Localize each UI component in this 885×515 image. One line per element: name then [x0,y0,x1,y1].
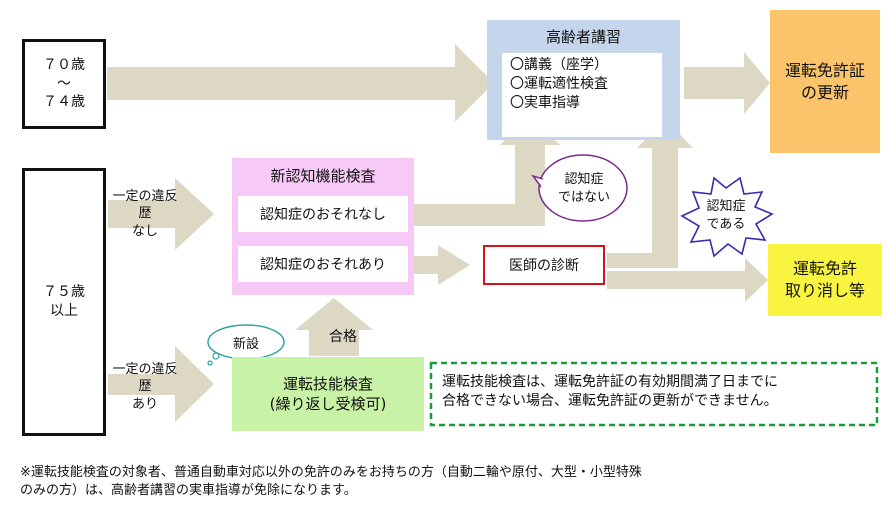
koureisha-items: 〇講義（座学） 〇運転適性検査 〇実車指導 [502,53,662,137]
bubble-not-line1: 認知症 [564,172,604,188]
violation-yes-label: 一定の違反歴 あり [110,362,180,412]
revoke-line1: 運転免許 [792,259,857,279]
bubble-not-dementia-shape [531,154,628,222]
koureisha-item-2: 〇運転適性検査 [510,75,608,92]
bubble-is-line2: である [706,217,746,232]
doctor-box: 医師の診断 [483,245,605,285]
skill-test-line1: 運転技能検査 [282,374,373,393]
bubble-not-line2: ではない [557,190,610,205]
revoke-line2: 取り消し等 [784,281,865,300]
age-70-74-line2: ～ [57,75,71,92]
arrow-risk-to-doctor [412,245,470,285]
cognitive-title: 新認知機能検査 [270,167,376,185]
cognitive-risk: 認知症のおそれあり [238,246,408,282]
skill-test-line2: (繰り返し受検可) [269,395,387,413]
age-75-line1: ７５歳 [43,284,85,301]
arrow-koureisha-to-renewal [684,52,770,114]
arrow-doctor-to-revoke [607,258,768,302]
bubble-is-line1: 認知症 [706,199,746,215]
arrow-75-to-skill [108,346,214,422]
renewal-line1: 運転免許証 [784,60,865,80]
revoke-box: 運転免許 取り消し等 [768,244,882,316]
arrow-70-to-koureisha [107,44,494,122]
koureisha-item-3: 〇実車指導 [510,94,580,111]
arrow-pass-up [295,298,373,356]
violation-none-line1: 一定の違反歴 [112,188,178,222]
new-badge-shape [207,324,285,366]
age-70-74-line1: ７０歳 [43,56,85,73]
bubble-is-dementia: 認知症 である [690,195,762,237]
violation-yes-line1: 一定の違反歴 [112,361,178,395]
cognitive-no-risk: 認知症のおそれなし [238,196,408,232]
age-75-box: ７５歳 以上 [22,168,106,436]
koureisha-title: 高齢者講習 [545,28,621,46]
koureisha-item-1: 〇講義（座学） [510,57,608,73]
age-75-line2: 以上 [50,303,78,319]
renewal-line2: の更新 [800,82,849,102]
violation-yes-line2: あり [131,396,158,412]
koureisha-box: 高齢者講習 〇講義（座学） 〇運転適性検査 〇実車指導 [487,20,680,140]
footnote-line2: のみの方）は、高齢者講習の実車指導が免除になります。 [20,482,357,498]
note-line1: 運転技能検査は、運転免許証の有効期間満了日までに [442,374,778,390]
bubble-not-dementia: 認知症 ではない [545,168,623,210]
cognitive-box: 新認知機能検査 認知症のおそれなし 認知症のおそれあり [232,158,414,295]
new-badge: 新設 [232,336,259,352]
note-text: 運転技能検査は、運転免許証の有効期間満了日までに 合格できない場合、運転免許証の… [442,373,872,411]
note-line2: 合格できない場合、運転免許証の更新ができません。 [442,392,778,409]
arrow-doctor-to-koureisha [607,119,693,268]
renewal-box: 運転免許証 の更新 [770,10,880,153]
age-70-74-line3: ７４歳 [43,94,85,111]
bubble-is-dementia-shape [680,176,774,258]
skill-test-box: 運転技能検査 (繰り返し受検可) [232,357,424,431]
age-70-74-box: ７０歳 ～ ７４歳 [22,39,106,129]
note-box-border [429,361,879,427]
footnote: ※運転技能検査の対象者、普通自動車対応以外の免許のみをお持ちの方（自動二輪や原付… [20,464,880,499]
arrow-75-to-cognitive [108,178,214,250]
violation-none-line2: なし [131,223,158,239]
violation-none-label: 一定の違反歴 なし [110,189,180,239]
arrow-norisk-to-koureisha [412,116,560,226]
pass-label: 合格 [329,329,357,345]
footnote-line1: ※運転技能検査の対象者、普通自動車対応以外の免許のみをお持ちの方（自動二輪や原付… [20,465,642,480]
